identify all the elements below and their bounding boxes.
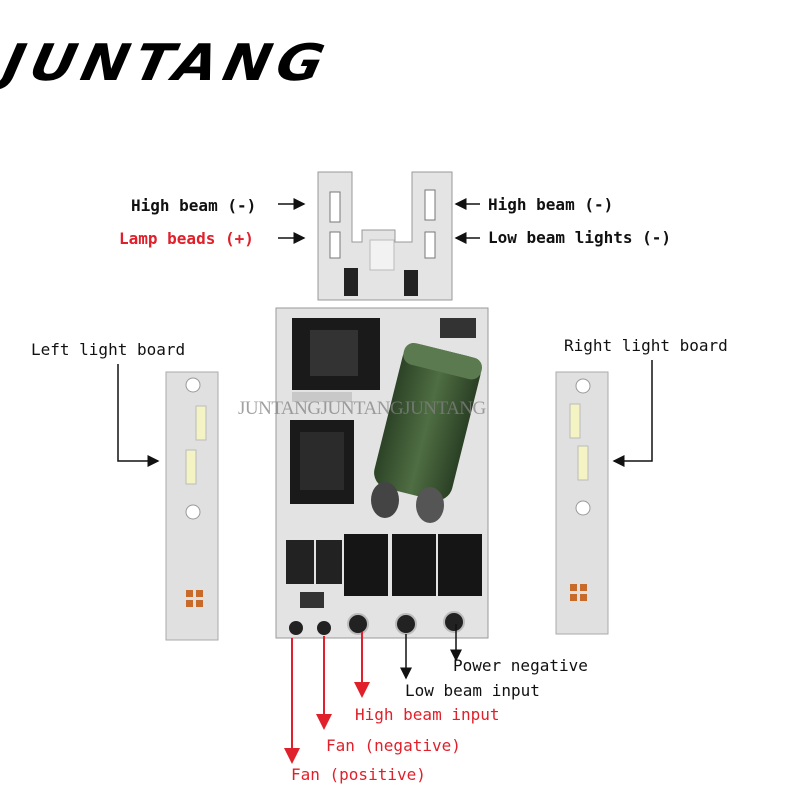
label-left-light-board: Left light board [31,340,186,359]
right-light-board [555,371,609,635]
red-callout-arrows [284,632,370,764]
driver-board-connector-tabs [317,171,453,301]
label-low-beam-lights: Low beam lights (-) [488,228,672,247]
left-light-board [165,371,219,641]
label-power-negative: Power negative [453,656,588,675]
label-low-beam-input: Low beam input [405,681,540,700]
callout-arrows [117,198,653,680]
label-high-beam-input: High beam input [355,705,500,724]
label-right-light-board: Right light board [564,336,728,355]
label-high-beam-right: High beam (-) [488,195,614,214]
label-high-beam-left: High beam (-) [131,196,257,215]
label-fan-positive: Fan (positive) [291,765,426,784]
label-fan-negative: Fan (negative) [326,736,461,755]
label-lamp-beads: Lamp beads (+) [119,229,254,248]
driver-board [275,307,489,639]
watermark-text: JUNTANGJUNTANGJUNTANG [238,398,486,419]
